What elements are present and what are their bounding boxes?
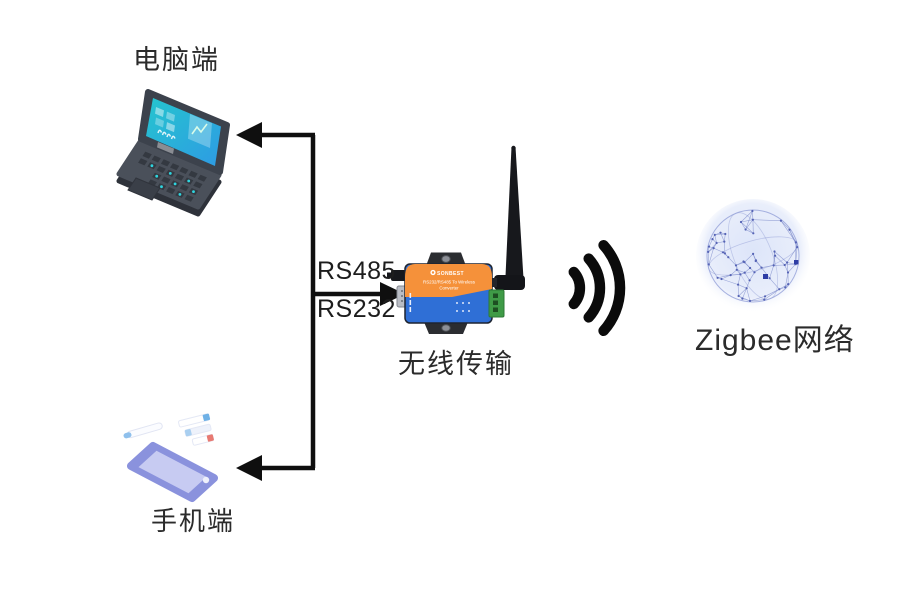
device-line2-text: Converter bbox=[439, 286, 459, 291]
connector-lines bbox=[236, 122, 405, 481]
phone-illustration bbox=[123, 413, 218, 502]
wireless-transfer-label: 无线传输 bbox=[398, 349, 514, 379]
signal-waves-icon bbox=[568, 239, 626, 337]
antenna-elbow bbox=[494, 275, 525, 290]
computer-label: 电脑端 bbox=[133, 45, 220, 75]
phone-home-button bbox=[202, 476, 210, 484]
converter-device-illustration: SONBEST RS232/RS485 To Wireless Converte… bbox=[387, 145, 525, 334]
arrow-to-computer-head bbox=[236, 122, 262, 148]
laptop-trackpad bbox=[127, 177, 161, 201]
laptop-illustration bbox=[116, 89, 230, 217]
phone-label: 手机端 bbox=[151, 506, 236, 536]
device-brand-text: SONBEST bbox=[437, 271, 464, 277]
zigbee-globe-icon bbox=[696, 199, 810, 313]
rs232-label: RS232 bbox=[317, 295, 396, 323]
power-jack bbox=[391, 270, 406, 281]
laptop-screen-tiles bbox=[155, 107, 212, 154]
phone-screen bbox=[138, 450, 207, 494]
laptop-key-dots bbox=[150, 164, 195, 196]
laptop-screen bbox=[146, 98, 221, 166]
arrow-to-phone-head bbox=[236, 455, 262, 481]
device-orange-panel bbox=[405, 264, 492, 297]
device-line1-text: RS232/RS485 To Wireless bbox=[423, 280, 476, 285]
rs485-label: RS485 bbox=[317, 257, 396, 285]
phone-deco-bars bbox=[178, 413, 215, 446]
arrow-to-converter-head bbox=[380, 282, 405, 306]
phone-deco-pencil bbox=[123, 422, 163, 439]
zigbee-network-label: Zigbee网络 bbox=[695, 324, 855, 357]
antenna bbox=[505, 147, 524, 287]
